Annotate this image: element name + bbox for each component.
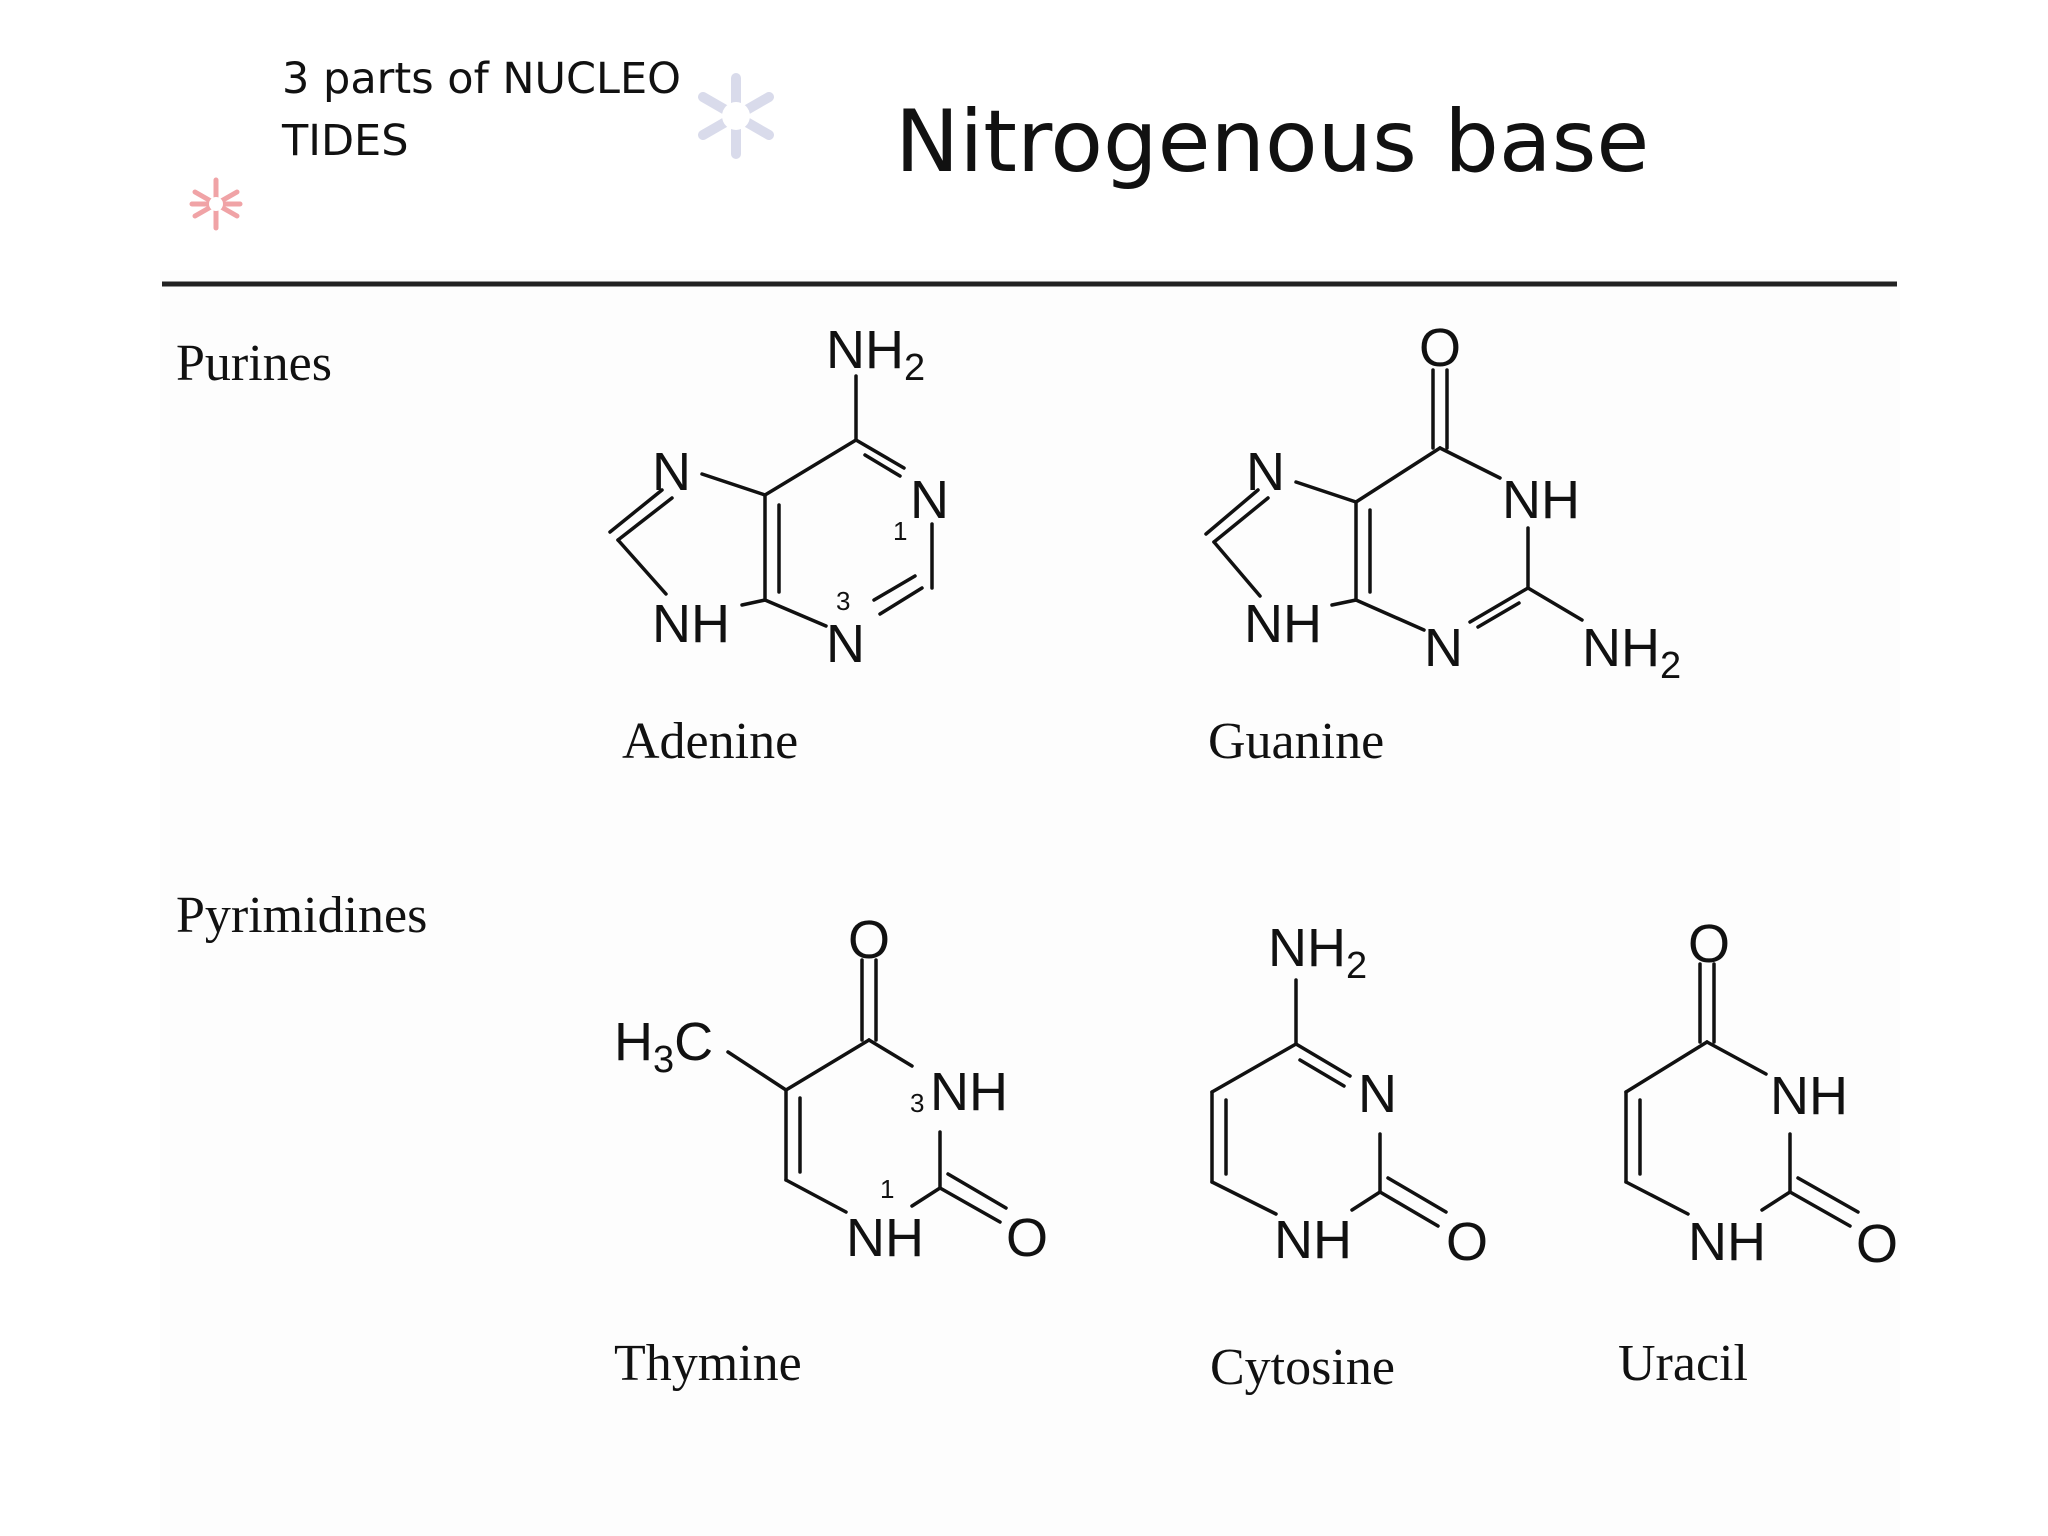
thymine-nh1: NH <box>846 1208 924 1268</box>
guanine-n3: N <box>1424 618 1463 678</box>
guanine-o: O <box>1419 318 1461 378</box>
guanine-label: Guanine <box>1208 713 1384 770</box>
thymine-nh3-number: 3 <box>910 1088 924 1118</box>
cytosine-label: Cytosine <box>1210 1339 1395 1396</box>
guanine-nh2: NH2 <box>1582 618 1681 687</box>
guanine-structure <box>1204 368 1584 632</box>
adenine-n1: N <box>910 470 949 530</box>
thymine-o-right: O <box>1006 1208 1048 1268</box>
adenine-structure <box>608 374 934 628</box>
adenine-n1-number: 1 <box>893 516 907 546</box>
cytosine-n3: N <box>1358 1064 1397 1124</box>
uracil-structure <box>1624 962 1860 1228</box>
adenine-n3-number: 3 <box>836 586 850 616</box>
purines-label: Purines <box>176 335 332 392</box>
cytosine-nh2: NH2 <box>1268 918 1367 987</box>
pyrimidines-label: Pyrimidines <box>176 887 427 944</box>
uracil-nh1: NH <box>1688 1212 1766 1272</box>
lavender-star-icon <box>698 73 774 159</box>
nitrogenous-bases-figure <box>160 270 1900 1536</box>
uracil-label: Uracil <box>1618 1335 1748 1392</box>
uracil-o-right: O <box>1856 1214 1898 1274</box>
slide-subtitle: 3 parts of NUCLEO TIDES <box>282 48 702 172</box>
guanine-nh9: NH <box>1244 594 1322 654</box>
adenine-n3: N <box>826 614 865 674</box>
adenine-nh9: NH <box>652 594 730 654</box>
adenine-nh2: NH2 <box>826 320 925 389</box>
thymine-nh3: NH <box>930 1062 1008 1122</box>
adenine-n7: N <box>652 442 691 502</box>
thymine-structure <box>726 958 1008 1224</box>
uracil-nh3: NH <box>1770 1066 1848 1126</box>
pink-star-icon <box>189 177 243 231</box>
slide-title: Nitrogenous base <box>895 92 1650 192</box>
subtitle-line-2: TIDES <box>282 116 409 166</box>
thymine-label: Thymine <box>614 1335 802 1392</box>
guanine-n7: N <box>1246 442 1285 502</box>
cytosine-o-right: O <box>1446 1212 1488 1272</box>
adenine-label: Adenine <box>622 713 798 770</box>
uracil-o-top: O <box>1688 914 1730 974</box>
thymine-o-top: O <box>848 910 890 970</box>
thymine-h3c: H3C <box>614 1012 713 1081</box>
cytosine-nh1: NH <box>1274 1210 1352 1270</box>
thymine-nh1-number: 1 <box>880 1174 894 1204</box>
guanine-nh1: NH <box>1502 470 1580 530</box>
cytosine-structure <box>1210 978 1448 1228</box>
subtitle-line-1: 3 parts of NUCLEO <box>282 54 682 104</box>
